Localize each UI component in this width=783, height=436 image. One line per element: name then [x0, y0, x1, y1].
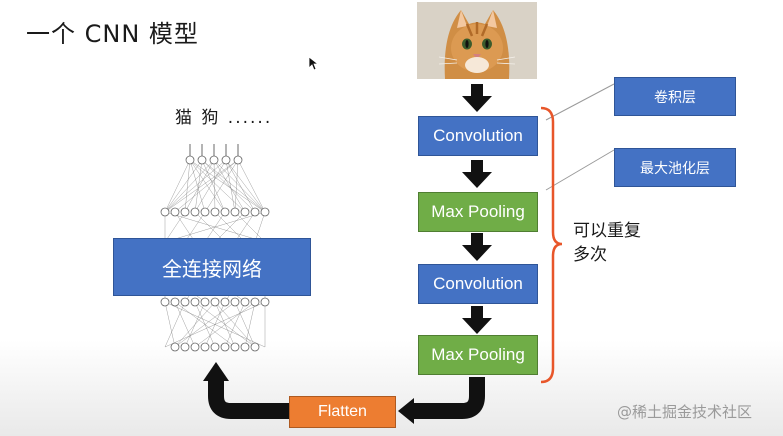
cat-input-image: [417, 2, 537, 79]
convolution-box-2: Convolution: [418, 264, 538, 304]
to-network-arrow: [208, 380, 289, 419]
down-arrow-icon: [462, 84, 492, 112]
repeat-bracket: [540, 106, 563, 384]
neural-network-illustration: [160, 144, 270, 352]
to-flatten-arrow: [412, 377, 485, 419]
watermark: @稀土掘金技术社区: [617, 403, 753, 421]
output-classes-label: 猫 狗 ......: [175, 108, 273, 128]
max-pooling-box-2: Max Pooling: [418, 335, 538, 375]
pool-layer-label: 最大池化层: [614, 148, 736, 187]
conv-layer-label: 卷积层: [614, 77, 736, 116]
down-arrow-icon: [462, 306, 492, 334]
convolution-box-1: Convolution: [418, 116, 538, 156]
down-arrow-icon: [462, 160, 492, 188]
mouse-cursor-icon: [309, 57, 318, 71]
conv-leader-line: [545, 83, 615, 121]
pool-leader-line: [545, 149, 615, 191]
max-pooling-box-1: Max Pooling: [418, 192, 538, 232]
fully-connected-network-box: 全连接网络: [113, 238, 311, 296]
page-title: 一个 CNN 模型: [26, 20, 199, 48]
repeat-note: 可以重复 多次: [573, 221, 641, 265]
flatten-box: Flatten: [289, 396, 396, 428]
down-arrow-icon: [462, 233, 492, 261]
